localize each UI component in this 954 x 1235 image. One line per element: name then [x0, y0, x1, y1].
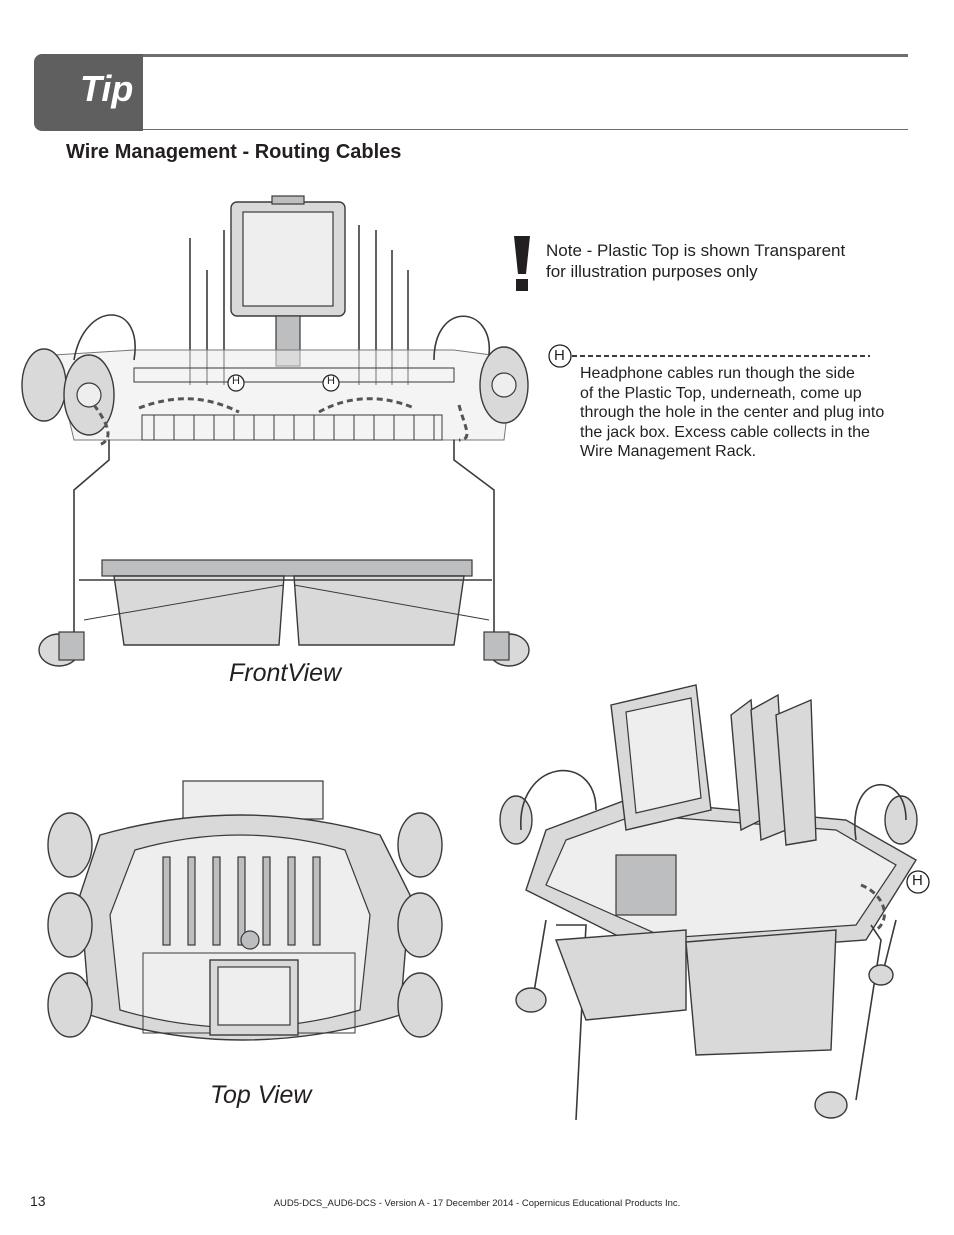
header-rule-top — [143, 54, 908, 57]
front-view-label: FrontView — [229, 659, 342, 687]
callout-line: Wire Management Rack. — [580, 443, 757, 460]
callout-line: of the Plastic Top, underneath, come up — [580, 384, 862, 402]
marker-h-iso — [906, 870, 930, 894]
cart-front-view-illustration — [21, 195, 530, 667]
cart-isometric-view-illustration — [499, 684, 918, 1121]
header-rule-bottom — [143, 129, 908, 130]
marker-h-right-letter: H — [327, 375, 335, 387]
note-line-2: for illustration purposes only — [546, 262, 758, 281]
section-title: Wire Management - Routing Cables — [66, 141, 402, 163]
cart-top-view-illustration — [47, 780, 443, 1041]
transparency-note: Note - Plastic Top is shown Transparent … — [546, 240, 906, 282]
callout-line: Headphone cables run though the side — [580, 365, 855, 382]
marker-h-iso-letter: H — [912, 872, 923, 889]
note-line-1: Note - Plastic Top is shown Transparent — [546, 241, 846, 260]
footer-text: AUD5-DCS_AUD6-DCS - Version A - 17 Decem… — [273, 1198, 681, 1209]
marker-h-left — [227, 374, 245, 392]
callout-h-text: Headphone cables run though the side of … — [580, 364, 910, 462]
callout-h-letter: H — [554, 347, 565, 364]
tip-tab — [34, 54, 143, 131]
tip-label: Tip — [80, 68, 134, 109]
marker-h-left-letter: H — [232, 375, 240, 387]
callout-line: through the hole in the center and plug … — [580, 404, 885, 421]
callout-line: the jack box. Excess cable collects in t… — [580, 423, 870, 441]
exclamation-icon — [514, 236, 530, 291]
callout-h-marker — [548, 344, 870, 368]
top-view-label: Top View — [210, 1081, 312, 1109]
marker-h-right — [322, 374, 340, 392]
page-number: 13 — [30, 1193, 46, 1209]
